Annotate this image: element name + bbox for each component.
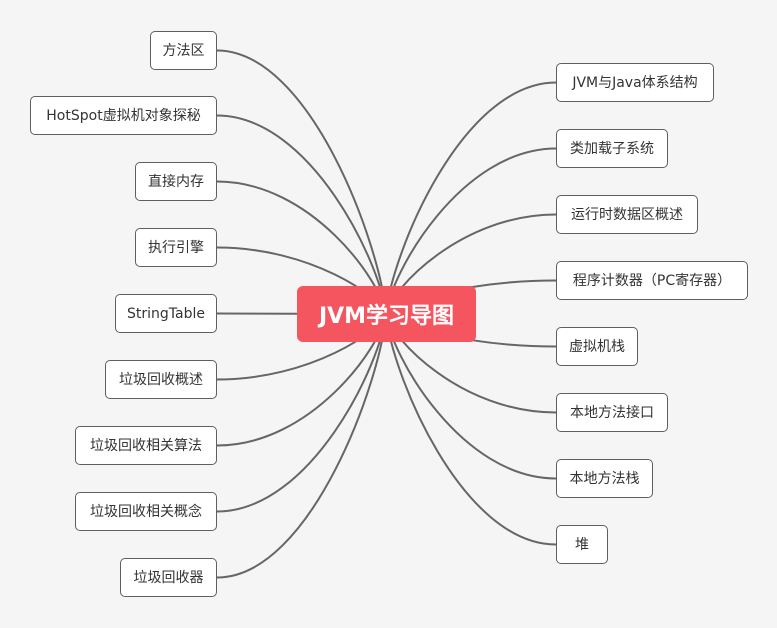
right-node-native-interface[interactable]: 本地方法接口 <box>556 393 668 432</box>
left-link-gc-collectors <box>216 313 387 579</box>
left-node-direct-memory[interactable]: 直接内存 <box>135 162 217 201</box>
right-link-jvm-java-architecture <box>385 81 557 315</box>
right-node-program-counter[interactable]: 程序计数器（PC寄存器） <box>556 261 748 300</box>
left-link-method-area <box>216 49 387 315</box>
right-node-jvm-java-architecture[interactable]: JVM与Java体系结构 <box>556 63 714 102</box>
right-node-class-loader[interactable]: 类加载子系统 <box>556 129 668 168</box>
left-node-gc-collectors[interactable]: 垃圾回收器 <box>120 558 217 597</box>
root-node[interactable]: JVM学习导图 <box>297 286 476 342</box>
right-node-native-method-stack[interactable]: 本地方法栈 <box>556 459 653 498</box>
right-node-heap[interactable]: 堆 <box>556 525 608 564</box>
left-node-method-area[interactable]: 方法区 <box>150 31 217 70</box>
left-node-gc-algorithms[interactable]: 垃圾回收相关算法 <box>75 426 217 465</box>
left-node-gc-concepts[interactable]: 垃圾回收相关概念 <box>75 492 217 531</box>
right-link-heap <box>385 313 557 546</box>
right-node-runtime-data-area[interactable]: 运行时数据区概述 <box>556 195 698 234</box>
left-node-gc-overview[interactable]: 垃圾回收概述 <box>105 360 217 399</box>
left-node-execution-engine[interactable]: 执行引擎 <box>135 228 217 267</box>
left-node-stringtable[interactable]: StringTable <box>115 294 217 333</box>
left-node-hotspot-object[interactable]: HotSpot虚拟机对象探秘 <box>30 96 217 135</box>
right-node-vm-stack[interactable]: 虚拟机栈 <box>556 327 638 366</box>
